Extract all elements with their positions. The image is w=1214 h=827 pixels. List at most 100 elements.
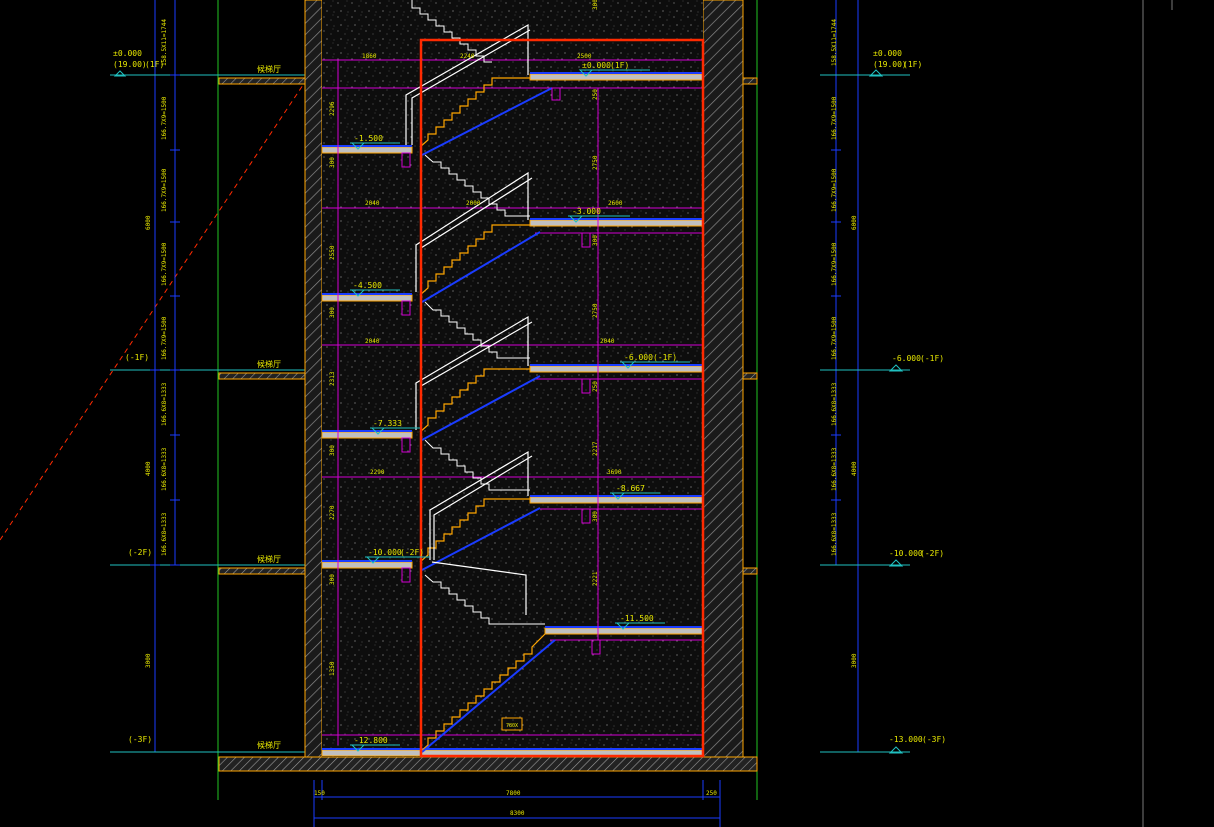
left-b3-floor: (-3F) bbox=[128, 735, 152, 744]
left-dim-total-b: 4000 bbox=[145, 461, 152, 476]
right-dim-total-b: 4000 bbox=[851, 461, 858, 476]
right-dim-seg1: 158.5X11=1744 bbox=[831, 19, 838, 66]
left-b2-floor: (-2F) bbox=[128, 548, 152, 557]
stair-dim-2: 2240 bbox=[460, 53, 475, 60]
stair-elev-8: -11.500 bbox=[620, 614, 654, 623]
stair-sdim-10: 300 bbox=[592, 511, 599, 522]
stair-elev-2: -3.000 bbox=[572, 207, 601, 216]
stair-dim-5: 2000 bbox=[466, 200, 481, 207]
left-top-floor: (1F) bbox=[145, 60, 164, 69]
bottom-dimension-chain bbox=[313, 780, 721, 827]
left-dim-seg7: 166.6X8=1333 bbox=[161, 447, 168, 491]
stair-dim-6: 2600 bbox=[608, 200, 623, 207]
stair-vdim-7: 2270 bbox=[329, 505, 336, 520]
stair-dim-4: 2040 bbox=[365, 200, 380, 207]
right-b2-elev: -10.000 bbox=[889, 549, 923, 558]
stair-dim-8: 2040 bbox=[600, 338, 615, 345]
magenta-guides bbox=[322, 59, 703, 745]
stair-vdim-8: 2221 bbox=[592, 571, 599, 586]
room-label-3: 候梯厅 bbox=[257, 554, 281, 564]
left-dim-total-a: 6000 bbox=[145, 215, 152, 230]
stair-sdim-6: 300 bbox=[592, 235, 599, 246]
right-dim-total-c: 3000 bbox=[851, 653, 858, 668]
right-dim-seg7: 166.6X8=1333 bbox=[831, 447, 838, 491]
stair-elev-7-floor: (-2F) bbox=[400, 548, 424, 557]
right-top-floor: (1F) bbox=[903, 60, 922, 69]
stair-sdim-9: 1350 bbox=[329, 661, 336, 676]
stair-vdim-4: 2750 bbox=[592, 303, 599, 318]
stair-elev-0-floor: (1F) bbox=[610, 61, 629, 70]
right-b1-elev: -6.000 bbox=[892, 354, 921, 363]
room-label-1: 候梯厅 bbox=[257, 64, 281, 74]
stair-flights bbox=[419, 77, 546, 753]
left-dim-seg2: 166.7X9=1500 bbox=[161, 96, 168, 140]
stair-dim-3: 2500 bbox=[577, 53, 592, 60]
left-b1-floor: (-1F) bbox=[125, 353, 149, 362]
bottom-dim-right: 250 bbox=[706, 790, 717, 797]
bottom-dim-mid: 7800 bbox=[506, 790, 521, 797]
left-wall bbox=[304, 0, 323, 771]
stair-sdim-2: 300 bbox=[329, 307, 336, 318]
left-dim-seg3: 166.7X9=1500 bbox=[161, 168, 168, 212]
left-dim-seg5: 166.7X9=1500 bbox=[161, 316, 168, 360]
stair-elev-1: -1.500 bbox=[354, 134, 383, 143]
stair-vdim-3: 2550 bbox=[329, 245, 336, 260]
right-b2-floor: (-2F) bbox=[920, 549, 944, 558]
stair-sdim-8: 250 bbox=[592, 381, 599, 392]
stair-tag: 780X bbox=[506, 723, 518, 729]
right-top-elev: ±0.000 bbox=[873, 49, 902, 58]
left-dim-seg6: 166.6X8=1333 bbox=[161, 382, 168, 426]
stair-soffits bbox=[421, 87, 556, 753]
left-top-elev: ±0.000 bbox=[113, 49, 142, 58]
stair-sdim-1: 300 bbox=[329, 157, 336, 168]
stair-elev-6: -8.667 bbox=[616, 484, 645, 493]
right-b3-floor: (-3F) bbox=[922, 735, 946, 744]
left-dim-seg1: 158.5X11=1744 bbox=[161, 19, 168, 66]
stair-dim-9: 2290 bbox=[370, 469, 385, 476]
stair-vdim-6: 2217 bbox=[592, 441, 599, 456]
stair-elev-9: -12.800 bbox=[354, 736, 388, 745]
stair-elev-0: ±0.000 bbox=[582, 61, 611, 70]
stair-beyond bbox=[411, 0, 545, 625]
stair-elev-5: -7.333 bbox=[373, 419, 402, 428]
right-b1-floor: (-1F) bbox=[920, 354, 944, 363]
stair-sdim-4: 300 bbox=[329, 574, 336, 585]
right-top-alt: (19.00) bbox=[873, 60, 907, 69]
stair-dim-7: 2040 bbox=[365, 338, 380, 345]
section-highlight-frame[interactable] bbox=[419, 38, 705, 758]
stair-elev-4-floor: (-1F) bbox=[653, 353, 677, 362]
stair-sdim-3: 300 bbox=[329, 445, 336, 456]
stair-vdim-2: 2750 bbox=[592, 155, 599, 170]
bottom-dim-total: 8300 bbox=[510, 810, 525, 817]
stair-sdim-7: 250 bbox=[592, 89, 599, 100]
left-dim-total-c: 3000 bbox=[145, 653, 152, 668]
left-dim-seg8: 166.6X8=1333 bbox=[161, 512, 168, 556]
right-dim-seg2: 166.7X9=1500 bbox=[831, 96, 838, 140]
right-wall bbox=[702, 0, 744, 771]
right-dim-seg3: 166.7X9=1500 bbox=[831, 168, 838, 212]
stair-sdim-5: 300 bbox=[592, 0, 599, 10]
stair-dim-10: 3690 bbox=[607, 469, 622, 476]
stair-vdim-1: 2296 bbox=[329, 101, 336, 116]
left-dim-seg4: 166.7X9=1500 bbox=[161, 242, 168, 286]
landing-blue-lines bbox=[322, 72, 703, 750]
small-blocks bbox=[401, 87, 601, 731]
dashed-reference-line bbox=[0, 81, 306, 541]
stair-vdim-5: 2313 bbox=[329, 371, 336, 386]
right-dim-total-a: 6000 bbox=[851, 215, 858, 230]
stair-elev-3: -4.500 bbox=[353, 281, 382, 290]
right-dim-seg5: 166.7X9=1500 bbox=[831, 316, 838, 360]
room-label-4: 候梯厅 bbox=[257, 740, 281, 750]
left-top-alt: (19.00) bbox=[113, 60, 147, 69]
right-dim-seg4: 166.7X9=1500 bbox=[831, 242, 838, 286]
right-b3-elev: -13.000 bbox=[889, 735, 923, 744]
left-dimension-column bbox=[110, 0, 305, 753]
room-label-2: 候梯厅 bbox=[257, 359, 281, 369]
bottom-dim-left: 150 bbox=[314, 790, 325, 797]
right-dimension-column bbox=[820, 0, 910, 754]
stair-elev-4: -6.000 bbox=[624, 353, 653, 362]
stair-dim-1: 1860 bbox=[362, 53, 377, 60]
right-dim-seg8: 166.6X8=1333 bbox=[831, 512, 838, 556]
right-dim-seg6: 166.6X8=1333 bbox=[831, 382, 838, 426]
